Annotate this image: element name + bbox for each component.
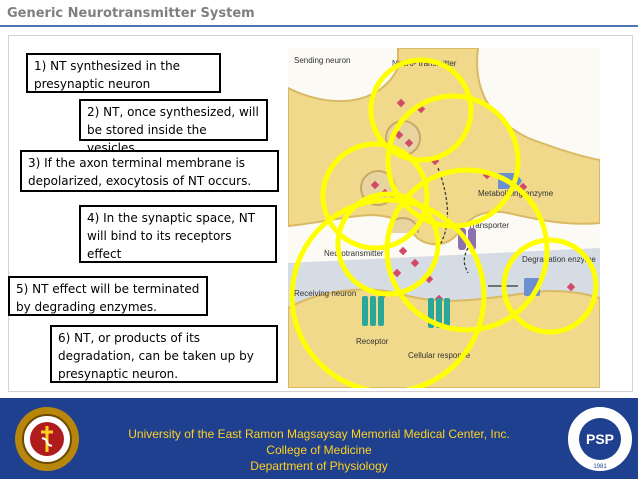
step-2-box: 2) NT, once synthesized, will be stored … [79,99,268,155]
receptors [362,296,450,328]
highlight-circles [289,57,599,388]
step-6-box: 6) NT, or products of its degradation, c… [50,325,278,383]
title-rule [0,25,638,27]
label-neurotransmitter-mid: Neurotransmitter [324,249,384,258]
psp-seal-text: PSP [586,431,614,447]
highlight-circle [320,141,430,251]
label-receptor: Receptor [356,337,389,346]
highlight-circle [501,237,599,335]
step-6-text: 6) NT, or products of its degradation, c… [58,331,254,381]
footer-line-3: Department of Physiology [250,459,388,473]
step-4-box: 4) In the synaptic space, NT will bind t… [79,205,315,263]
step-3-text: 3) If the axon terminal membrane is depo… [28,156,252,188]
step-1-text: 1) NT synthesized in the presynaptic neu… [34,59,181,91]
uermmmc-seal-icon [15,407,79,471]
label-receiving-neuron: Receiving neuron [294,289,356,298]
label-metabolizing-enzyme: Metabolizing enzyme [478,189,554,198]
step-1-box: 1) NT synthesized in the presynaptic neu… [26,53,221,93]
footer-line-2: College of Medicine [266,443,372,457]
step-3-box: 3) If the axon terminal membrane is depo… [20,150,279,192]
page-title: Generic Neurotransmitter System [7,6,255,21]
label-neurotransmitter-top: Neuro- transmitter [392,59,457,68]
label-sending-neuron: Sending neuron [294,56,351,65]
psp-seal-icon: PSP 1981 [566,405,634,473]
highlight-circle [289,197,487,388]
step-5-box: 5) NT effect will be terminated by degra… [8,276,208,316]
footer-line-1: University of the East Ramon Magsaysay M… [128,427,510,441]
label-cellular-response: Cellular response [408,351,471,360]
step-5-text: 5) NT effect will be terminated by degra… [16,282,200,314]
psp-seal-year: 1981 [593,464,607,470]
step-4-extra: effect [87,247,122,261]
footer-bar: University of the East Ramon Magsaysay M… [0,398,638,479]
label-degradation-enzyme: Degradation enzyme [522,255,596,264]
synapse-figure: Sending neuron Neuro- transmitter Metabo… [288,48,600,388]
highlight-circle [368,57,474,163]
highlight-circle [335,191,441,297]
step-4-text: 4) In the synaptic space, NT will bind t… [87,211,256,243]
label-transporter: Transporter [468,221,509,230]
highlight-circle [384,167,550,333]
